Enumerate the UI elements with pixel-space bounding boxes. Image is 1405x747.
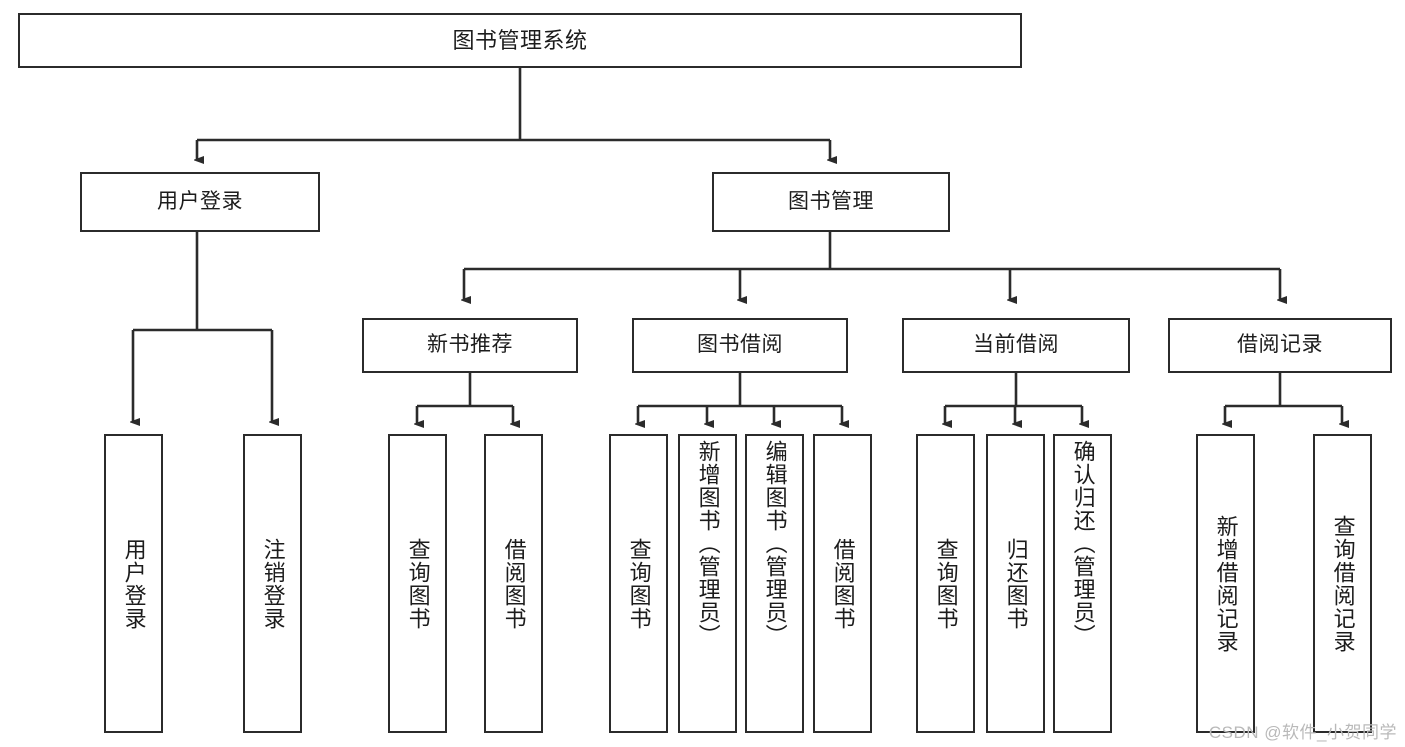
node-label: 图书管理系统 xyxy=(452,27,588,53)
leaf-borrow-borrow-book[interactable]: 借阅图书 xyxy=(813,434,872,733)
node-label: 借阅图书 xyxy=(830,537,856,630)
leaf-current-return-book[interactable]: 归还图书 xyxy=(986,434,1045,733)
node-book-management[interactable]: 图书管理 xyxy=(712,172,950,232)
node-label: 借阅记录 xyxy=(1237,333,1323,357)
node-label: 确认归还（管理员） xyxy=(1070,440,1096,647)
node-label: 新增图书（管理员） xyxy=(695,440,721,647)
node-label: 用户登录 xyxy=(157,189,243,213)
node-label: 查询借阅记录 xyxy=(1330,514,1356,653)
leaf-borrow-edit-book-admin[interactable]: 编辑图书（管理员） xyxy=(745,434,804,733)
node-root-system[interactable]: 图书管理系统 xyxy=(18,13,1022,68)
node-label: 查询图书 xyxy=(626,537,652,630)
leaf-record-add-record[interactable]: 新增借阅记录 xyxy=(1196,434,1255,733)
node-label: 图书管理 xyxy=(788,189,874,213)
csdn-watermark: CSDN @软件_小贺同学 xyxy=(1208,723,1397,742)
node-label: 新增借阅记录 xyxy=(1213,514,1239,653)
node-label: 用户登录 xyxy=(121,537,147,630)
node-new-book-recommend[interactable]: 新书推荐 xyxy=(362,318,578,373)
node-label: 注销登录 xyxy=(260,537,286,630)
leaf-user-login-logout[interactable]: 注销登录 xyxy=(243,434,302,733)
node-label: 当前借阅 xyxy=(973,333,1059,357)
leaf-current-query-book[interactable]: 查询图书 xyxy=(916,434,975,733)
node-borrow-record[interactable]: 借阅记录 xyxy=(1168,318,1392,373)
leaf-current-confirm-return-admin[interactable]: 确认归还（管理员） xyxy=(1053,434,1112,733)
node-label: 编辑图书（管理员） xyxy=(762,440,788,647)
node-label: 查询图书 xyxy=(405,537,431,630)
leaf-recommend-query-book[interactable]: 查询图书 xyxy=(388,434,447,733)
node-current-borrow[interactable]: 当前借阅 xyxy=(902,318,1130,373)
leaf-user-login-login[interactable]: 用户登录 xyxy=(104,434,163,733)
node-label: 查询图书 xyxy=(933,537,959,630)
leaf-record-query-record[interactable]: 查询借阅记录 xyxy=(1313,434,1372,733)
leaf-borrow-query-book[interactable]: 查询图书 xyxy=(609,434,668,733)
node-user-login[interactable]: 用户登录 xyxy=(80,172,320,232)
leaf-borrow-add-book-admin[interactable]: 新增图书（管理员） xyxy=(678,434,737,733)
leaf-recommend-borrow-book[interactable]: 借阅图书 xyxy=(484,434,543,733)
node-label: 图书借阅 xyxy=(697,333,783,357)
node-label: 新书推荐 xyxy=(427,333,513,357)
node-label: 归还图书 xyxy=(1003,537,1029,630)
node-label: 借阅图书 xyxy=(501,537,527,630)
node-book-borrow[interactable]: 图书借阅 xyxy=(632,318,848,373)
